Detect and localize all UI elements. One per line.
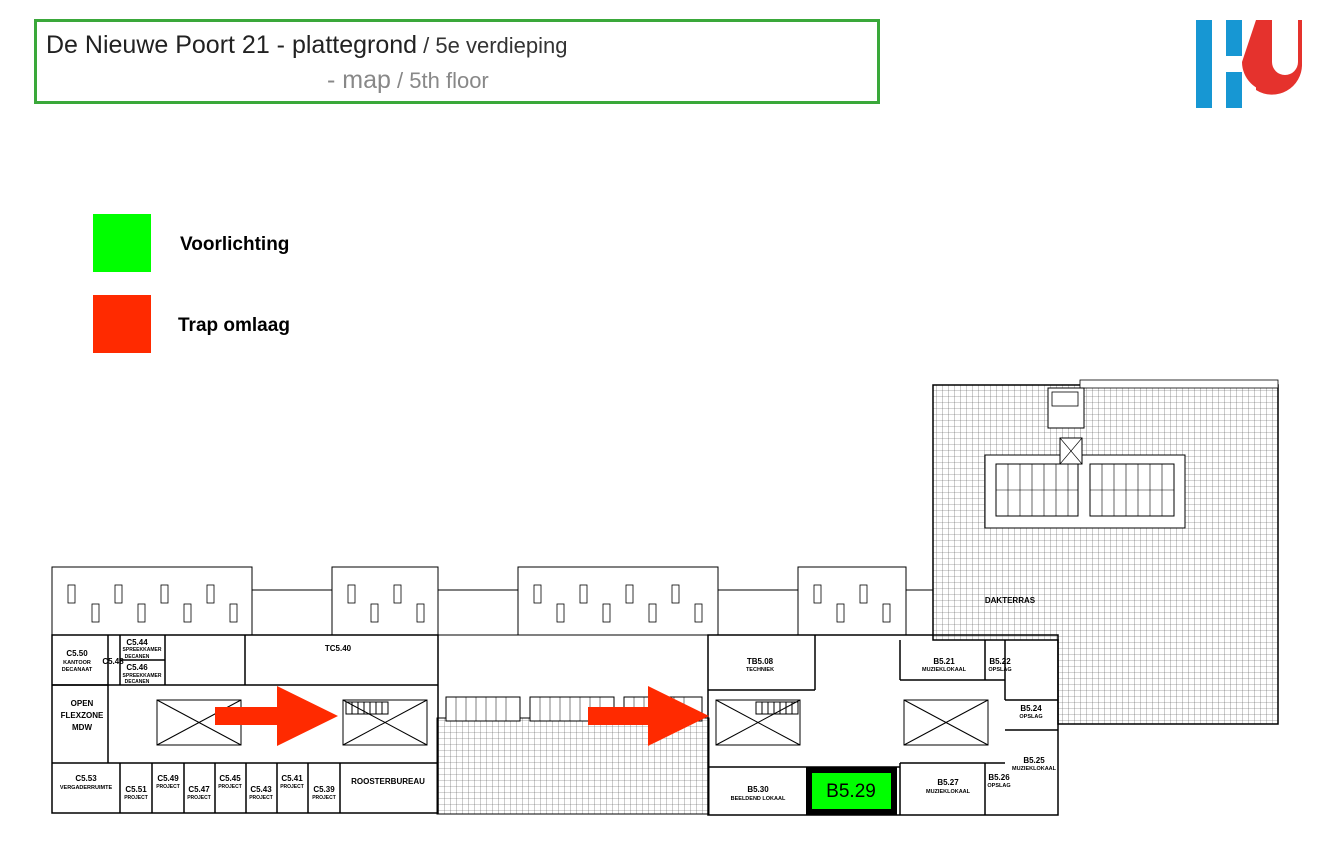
- label-b5-26: B5.26: [988, 773, 1010, 782]
- svg-text:MUZIEKLOKAAL: MUZIEKLOKAAL: [926, 789, 971, 795]
- svg-text:OPSLAG: OPSLAG: [987, 783, 1010, 789]
- title-map: map: [342, 66, 391, 94]
- svg-text:DECANAAT: DECANAAT: [62, 667, 93, 673]
- floor-dutch: 5e verdieping: [435, 33, 568, 58]
- svg-text:VERGADERRUIMTE: VERGADERRUIMTE: [60, 785, 113, 791]
- label-b5-21: B5.21: [933, 657, 955, 666]
- svg-text:SPREEKKAMER: SPREEKKAMER: [123, 673, 162, 679]
- wing-b: [707, 634, 1059, 816]
- label-c5-49: C5.49: [157, 774, 179, 783]
- label-b5-25: B5.25: [1023, 756, 1045, 765]
- label-c5-53: C5.53: [75, 774, 97, 783]
- svg-text:SPREEKKAMER: SPREEKKAMER: [123, 647, 162, 653]
- svg-text:OPSLAG: OPSLAG: [1019, 714, 1042, 720]
- label-c5-43: C5.43: [250, 785, 272, 794]
- svg-text:PROJECT: PROJECT: [156, 784, 180, 790]
- svg-text:DECANEN: DECANEN: [125, 679, 150, 685]
- wing-c: [51, 634, 439, 814]
- svg-text:PROJECT: PROJECT: [280, 784, 304, 790]
- title-line-dutch: De Nieuwe Poort 21 - plattegrond / 5e ve…: [46, 31, 568, 59]
- label-c5-44: C5.44: [126, 638, 148, 647]
- title-plattegrond: plattegrond: [291, 31, 418, 59]
- stairs-down-arrow-left: [215, 686, 338, 746]
- label-c5-51: C5.51: [125, 785, 147, 794]
- label-b5-30: B5.30: [747, 785, 769, 794]
- stairs-down-arrow-right: [588, 686, 709, 746]
- label-dakterras: DAKTERRAS: [985, 596, 1036, 605]
- facade-windows: [67, 584, 891, 623]
- svg-text:MDW: MDW: [72, 723, 92, 732]
- legend-swatch-trap-omlaag: [93, 295, 151, 353]
- svg-text:OPSLAG: OPSLAG: [988, 667, 1011, 673]
- label-b5-24: B5.24: [1020, 704, 1042, 713]
- floor-english: 5th floor: [409, 68, 489, 93]
- label-b5-22: B5.22: [989, 657, 1011, 666]
- building-name: De Nieuwe Poort 21: [46, 31, 270, 59]
- legend-swatch-voorlichting: [93, 214, 151, 272]
- label-open-flexzone: OPEN: [71, 699, 94, 708]
- svg-text:MUZIEKLOKAAL: MUZIEKLOKAAL: [1012, 766, 1057, 772]
- facade: [51, 566, 934, 636]
- label-c5-50: C5.50: [66, 649, 88, 658]
- room-labels: DAKTERRAS C5.50 KANTOOR DECANAAT C5.48 C…: [60, 596, 1057, 802]
- svg-text:PROJECT: PROJECT: [249, 795, 273, 801]
- label-tb5-08: TB5.08: [747, 657, 774, 666]
- title-line-english: - map / 5th floor: [327, 66, 489, 94]
- label-c5-48: C5.48: [102, 657, 124, 666]
- title-box: De Nieuwe Poort 21 - plattegrond / 5e ve…: [34, 19, 880, 104]
- svg-text:DECANEN: DECANEN: [125, 654, 150, 660]
- label-roosterbureau: ROOSTERBUREAU: [351, 777, 425, 786]
- svg-text:PROJECT: PROJECT: [187, 795, 211, 801]
- svg-text:FLEXZONE: FLEXZONE: [61, 711, 104, 720]
- void-b: [715, 699, 989, 746]
- roof-terrace: [932, 379, 1279, 725]
- label-c5-46: C5.46: [126, 663, 148, 672]
- hu-logo: [1196, 20, 1302, 108]
- svg-text:TECHNIEK: TECHNIEK: [746, 667, 774, 673]
- label-b5-27: B5.27: [937, 778, 959, 787]
- svg-text:BEELDEND LOKAAL: BEELDEND LOKAAL: [731, 796, 786, 802]
- room-b5-29-label: B5.29: [826, 781, 876, 802]
- void-c: [156, 699, 428, 746]
- label-c5-41: C5.41: [281, 774, 303, 783]
- label-c5-39: C5.39: [313, 785, 335, 794]
- label-c5-47: C5.47: [188, 785, 210, 794]
- label-c5-45: C5.45: [219, 774, 241, 783]
- svg-text:PROJECT: PROJECT: [218, 784, 242, 790]
- svg-text:KANTOOR: KANTOOR: [63, 660, 91, 666]
- svg-text:PROJECT: PROJECT: [124, 795, 148, 801]
- legend-label-voorlichting: Voorlichting: [180, 234, 290, 255]
- svg-text:MUZIEKLOKAAL: MUZIEKLOKAAL: [922, 667, 967, 673]
- label-tc5-40: TC5.40: [325, 644, 352, 653]
- legend-label-trap-omlaag: Trap omlaag: [178, 315, 290, 336]
- svg-text:PROJECT: PROJECT: [312, 795, 336, 801]
